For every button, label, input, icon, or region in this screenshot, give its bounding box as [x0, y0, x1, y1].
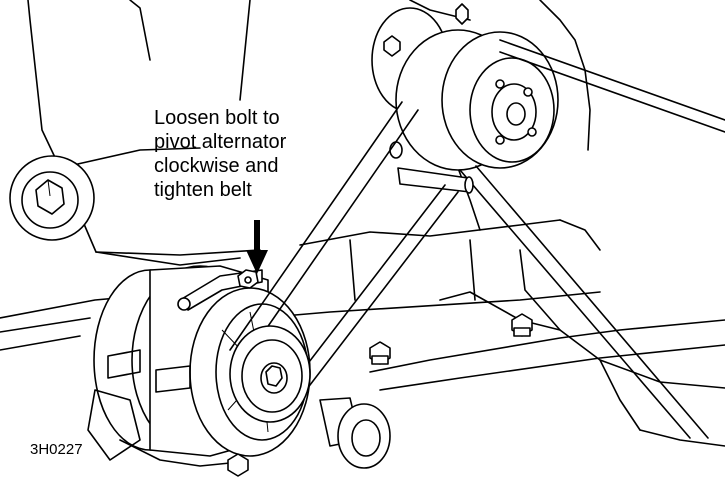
down-arrow-icon	[246, 220, 268, 274]
callout-line-1: Loosen bolt to	[154, 107, 280, 129]
upper-pulley	[371, 3, 559, 171]
figure-id: 3H0227	[30, 441, 83, 458]
callout-line-2: pivot alternator	[154, 131, 287, 153]
frame-bolts	[369, 313, 533, 365]
callout-line-4: tighten belt	[154, 179, 252, 201]
alternator-belt	[229, 101, 459, 423]
callout-text: Loosen bolt to pivot alternator clockwis…	[154, 106, 286, 202]
idler-rod	[397, 167, 474, 194]
lower-right-boss	[319, 397, 391, 469]
mount-boss	[9, 155, 95, 241]
callout-line-3: clockwise and	[154, 155, 279, 177]
main-belt	[459, 39, 725, 439]
